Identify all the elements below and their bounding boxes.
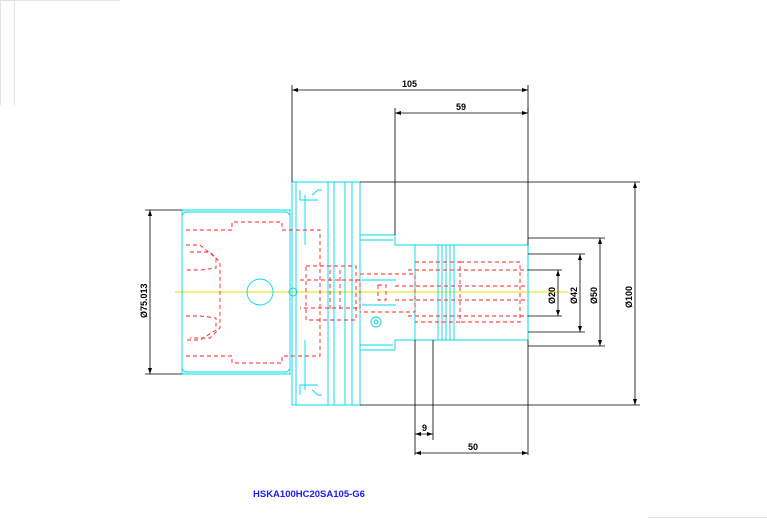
arrowheads xyxy=(148,88,637,455)
dim-dia-75: Ø75.013 xyxy=(139,283,149,318)
frame-edge-left-short xyxy=(14,0,15,105)
frame-edge-top xyxy=(0,0,120,1)
part-outline xyxy=(181,181,529,406)
dim-dia-20: Ø20 xyxy=(547,287,557,304)
dim-dia-50: Ø50 xyxy=(589,287,599,304)
dim-59: 59 xyxy=(456,102,466,112)
frame-edge-bottom-right xyxy=(648,517,767,518)
dim-dia-100: Ø100 xyxy=(624,286,634,308)
dim-50: 50 xyxy=(468,442,478,452)
dim-dia-42: Ø42 xyxy=(569,287,579,304)
hidden-lines xyxy=(186,221,528,364)
dimension-lines xyxy=(145,85,640,455)
part-number-title: HSKA100HC20SA105-G6 xyxy=(253,489,365,500)
dim-9: 9 xyxy=(422,423,427,433)
frame-edge-left xyxy=(0,0,1,105)
dim-105: 105 xyxy=(402,79,417,89)
